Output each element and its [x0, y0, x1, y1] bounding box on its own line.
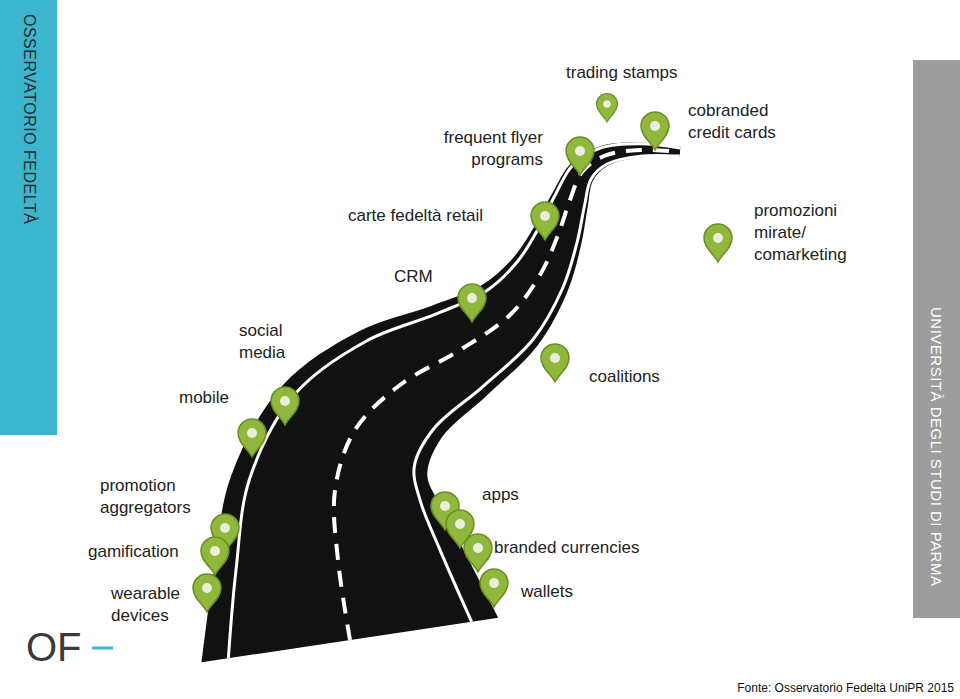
side-band: UNIVERSITÀ DEGLI STUDI DI PARMA: [913, 60, 960, 618]
map-pins: [193, 94, 732, 613]
map-pin: [201, 537, 229, 575]
pin-label: gamification: [88, 541, 179, 563]
band-title: UNIVERSITÀ DEGLI STUDI DI PARMA: [928, 307, 945, 586]
pin-label: trading stamps: [566, 62, 678, 84]
pin-label: promotion aggregators: [100, 475, 210, 519]
logo-text: OF: [26, 622, 82, 672]
pin-label: social media: [239, 320, 301, 364]
pin-label: apps: [482, 484, 519, 506]
road: [202, 142, 681, 662]
logo-dash: [92, 647, 113, 650]
map-pin: [480, 569, 508, 607]
road-edge-line: [228, 144, 680, 658]
map-pin: [531, 202, 559, 240]
pin-label: branded currencies: [494, 537, 640, 559]
source-caption: Fonte: Osservatorio Fedeltà UniPR 2015: [737, 681, 954, 695]
pin-label: promozioni mirate/ comarketing: [754, 200, 862, 266]
pin-label: wallets: [521, 581, 573, 603]
pin-label: mobile: [179, 387, 229, 409]
pin-label: wearable devices: [111, 583, 199, 627]
map-pin: [238, 419, 266, 457]
pin-label: carte fedeltà retail: [348, 205, 483, 227]
road-surface: [202, 142, 681, 662]
pin-label: coalitions: [589, 366, 660, 388]
map-pin: [597, 94, 618, 123]
map-pin: [566, 137, 594, 175]
pin-label: frequent flyer programs: [413, 127, 543, 171]
map-pin: [458, 284, 486, 322]
map-pin: [704, 224, 732, 262]
map-pin: [541, 344, 569, 382]
road-centre-dashes: [334, 150, 680, 640]
map-pin: [193, 574, 221, 612]
band-title: OSSERVATORIO FEDELTÀ: [20, 14, 38, 224]
pin-label: CRM: [394, 266, 433, 288]
map-pin: [271, 387, 299, 425]
side-band: OSSERVATORIO FEDELTÀ: [0, 0, 57, 435]
map-pin: [464, 534, 492, 572]
road-edge-line: [414, 155, 680, 621]
pin-label: cobranded credit cards: [688, 100, 800, 144]
map-pin: [641, 112, 669, 150]
